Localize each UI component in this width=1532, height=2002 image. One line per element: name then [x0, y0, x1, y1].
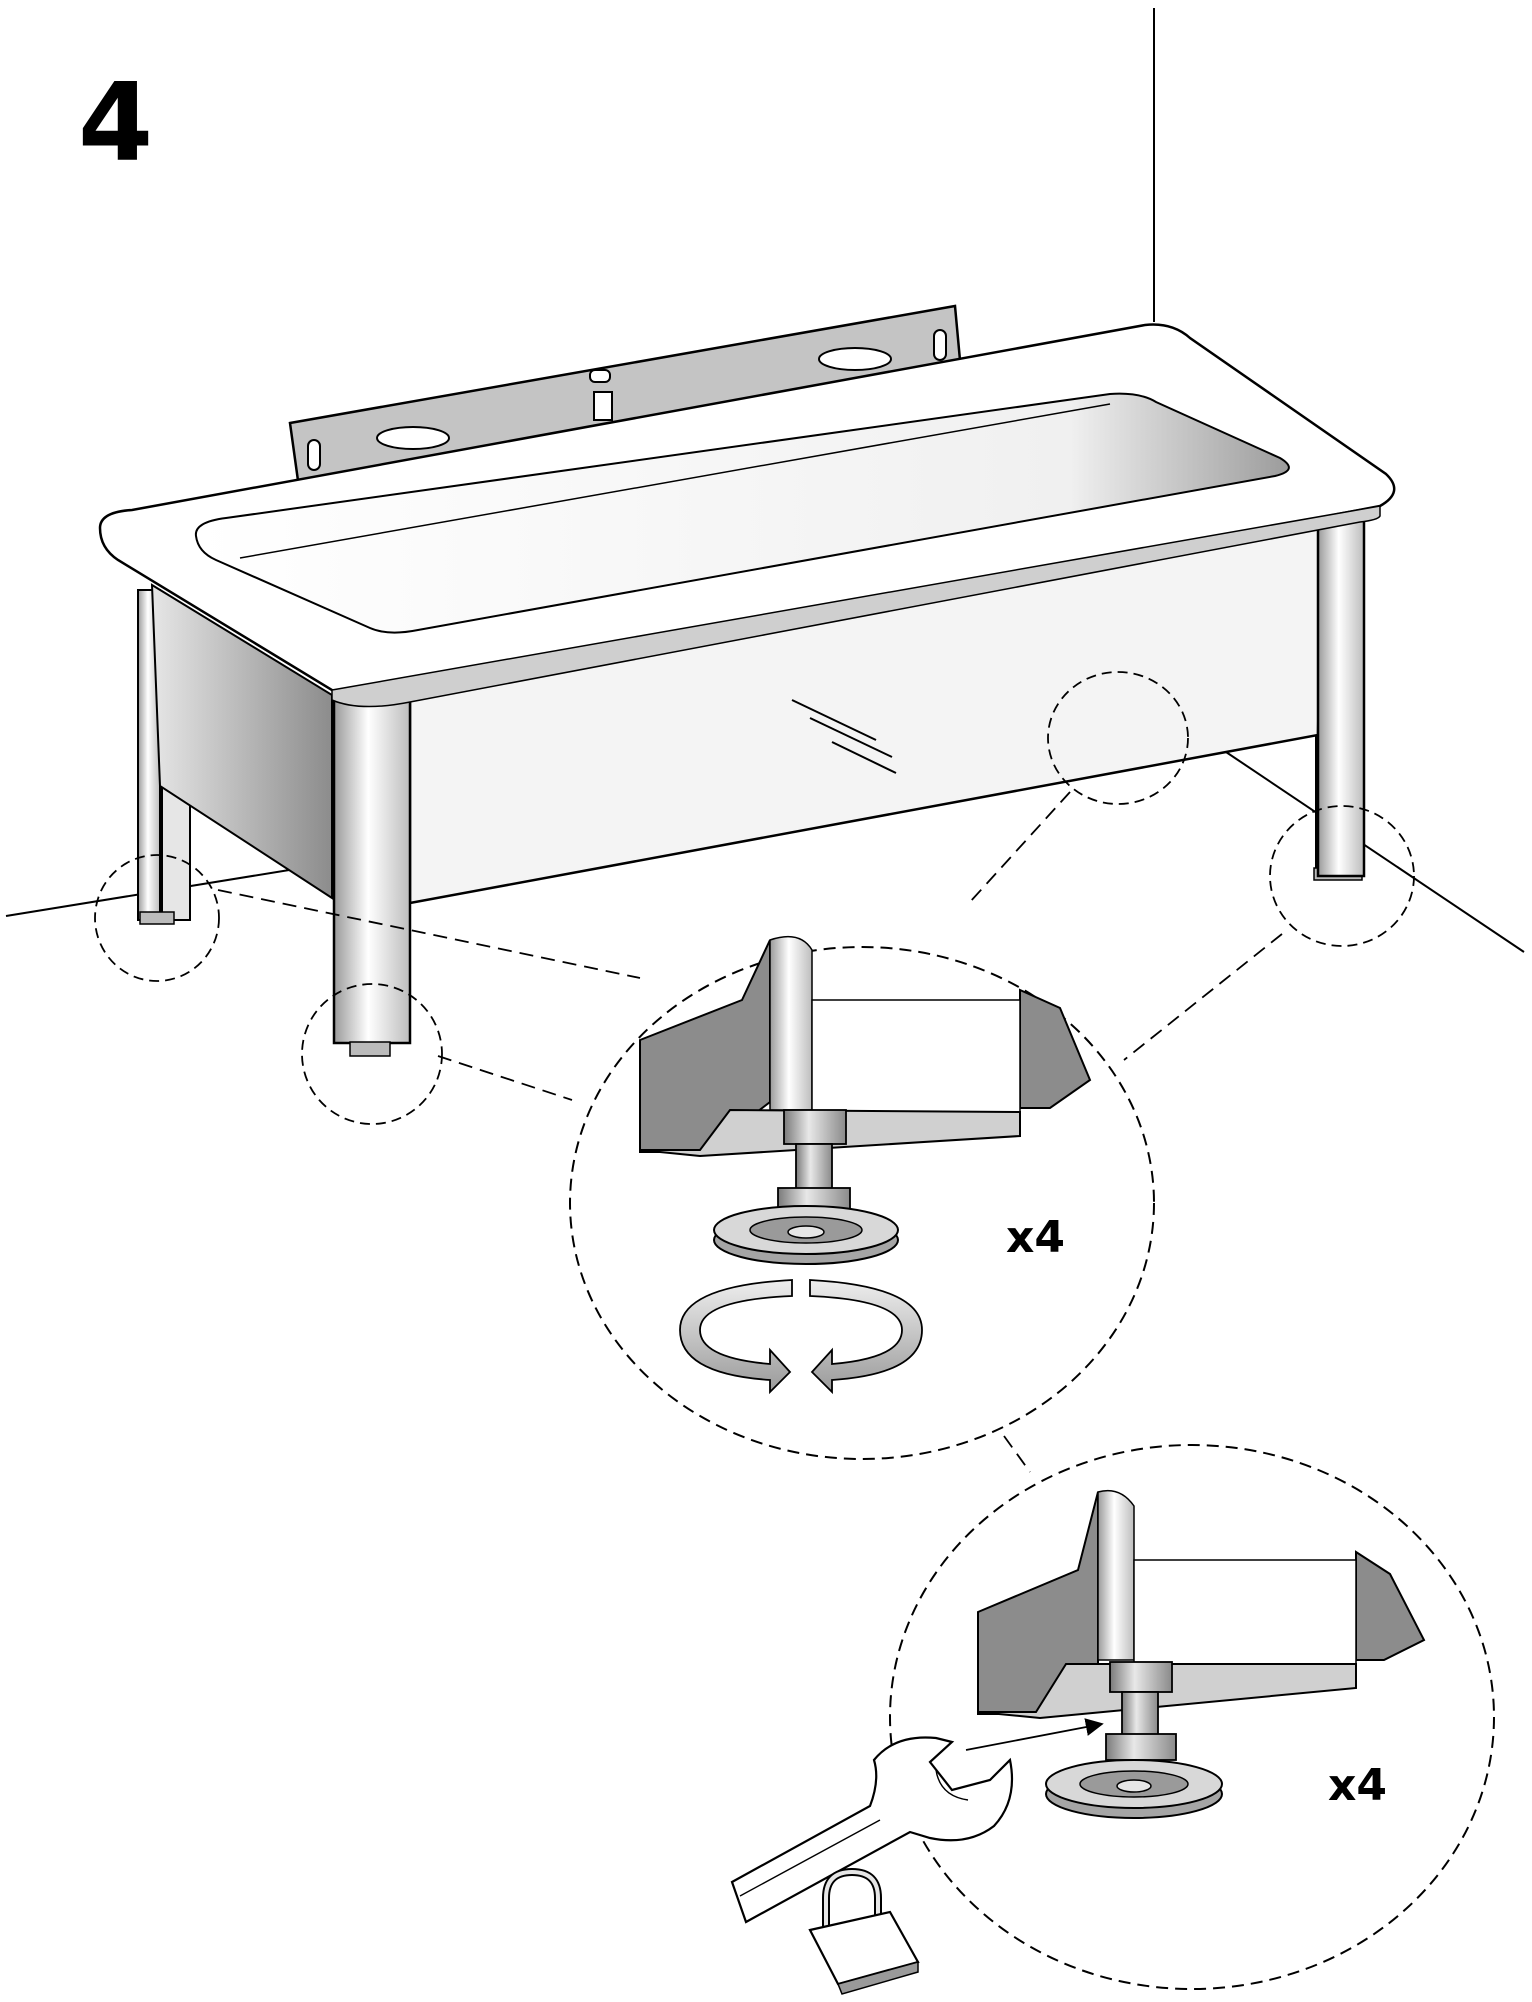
sink-basin	[194, 392, 1290, 634]
callout-leaders	[217, 791, 1283, 1473]
step-number: 4	[78, 61, 154, 186]
side-apron	[150, 583, 333, 900]
front-left-leg	[332, 696, 412, 1057]
glass-reflection	[791, 699, 897, 774]
front-right-leg	[1316, 510, 1366, 878]
quantity-label: x4	[1006, 1212, 1065, 1263]
wall-bracket	[288, 304, 964, 497]
quantity-label: x4	[1328, 1760, 1387, 1811]
rotate-counterclockwise-icon	[809, 1279, 923, 1395]
rotate-clockwise-icon	[679, 1279, 793, 1395]
padlock-icon	[808, 1867, 920, 1995]
detail-view-adjust: x4	[569, 935, 1155, 1460]
wrench-icon	[730, 1736, 1014, 1924]
detail-view-tighten: x4	[730, 1444, 1495, 1995]
callout-circles	[94, 671, 1415, 1125]
